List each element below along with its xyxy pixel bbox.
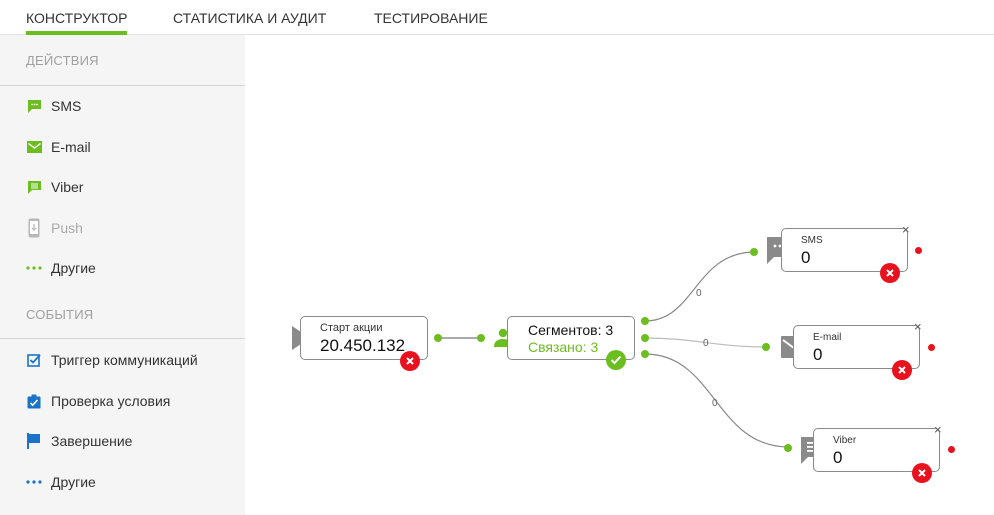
edge-label-viber: 0 [712,398,718,409]
channel-node-value: 0 [833,448,843,467]
edge-label-sms: 0 [696,288,702,299]
sidebar-item-label: Триггер коммуникаций [51,352,198,368]
push-phone-icon [26,218,42,238]
close-icon[interactable]: × [914,319,922,334]
flow-canvas[interactable]: 0 0 0 Старт акции 20.450.132 Сегментов: … [245,35,994,515]
channel-node-value: 0 [813,345,823,364]
section-title-actions: ДЕЙСТВИЯ [26,53,99,68]
ok-badge-icon [606,350,626,370]
connection-lines [434,248,792,452]
sidebar-item-finish[interactable]: Завершение [26,430,132,452]
sidebar-item-email[interactable]: E-mail [26,136,91,158]
tab-constructor[interactable]: КОНСТРУКТОР [26,10,128,35]
sidebar-item-label: Другие [51,474,96,490]
error-badge-icon[interactable] [892,360,912,380]
channel-node-value: 0 [801,248,811,267]
sidebar-item-label: Проверка условия [51,393,171,409]
more-dots-icon [26,474,42,490]
sidebar-item-label: Push [51,220,83,236]
close-icon[interactable]: × [902,222,910,237]
divider [0,85,245,86]
viber-icon [26,179,42,195]
error-badge-icon[interactable] [880,263,900,283]
segments-count: Сегментов: 3 [528,322,614,338]
segments-linked: Связано: 3 [528,339,599,355]
tab-statistics-audit[interactable]: СТАТИСТИКА И АУДИТ [173,10,327,26]
channel-node-label: Viber [833,435,857,446]
sidebar-item-label: Viber [51,179,84,195]
sidebar-item-sms[interactable]: SMS [26,95,81,117]
sidebar-item-label: Другие [51,260,96,276]
error-badge-icon[interactable] [912,463,932,483]
sidebar-palette: ДЕЙСТВИЯ SMS E-mail Viber Push Другие СО… [0,35,245,515]
sidebar-item-label: E-mail [51,139,91,155]
channel-node-label: E-mail [813,332,842,343]
clipboard-check-icon [26,393,42,409]
sidebar-item-push[interactable]: Push [26,217,83,239]
close-icon[interactable]: × [934,422,942,437]
section-title-events: СОБЫТИЯ [26,307,94,322]
sidebar-item-other-actions[interactable]: Другие [26,257,96,279]
sidebar-item-other-events[interactable]: Другие [26,471,96,493]
divider [0,338,245,339]
sms-icon [26,98,42,114]
output-port-error[interactable] [928,344,935,351]
channel-node-label: SMS [801,235,823,246]
more-dots-icon [26,260,42,276]
sidebar-item-trigger[interactable]: Триггер коммуникаций [26,349,198,371]
error-badge-icon[interactable] [400,351,420,371]
edge-label-email: 0 [703,338,709,349]
tab-testing[interactable]: ТЕСТИРОВАНИЕ [374,10,488,26]
output-port-error[interactable] [915,247,922,254]
start-node-label: Старт акции [320,322,383,334]
top-tab-bar: КОНСТРУКТОР СТАТИСТИКА И АУДИТ ТЕСТИРОВА… [0,0,994,35]
sidebar-item-viber[interactable]: Viber [26,176,83,198]
sidebar-item-label: SMS [51,98,82,114]
sidebar-item-label: Завершение [51,433,133,449]
start-node-value: 20.450.132 [320,336,406,355]
checkbox-icon [26,352,42,368]
output-port-error[interactable] [948,446,955,453]
flag-icon [26,433,42,449]
sidebar-item-condition[interactable]: Проверка условия [26,390,170,412]
email-icon [26,139,42,155]
